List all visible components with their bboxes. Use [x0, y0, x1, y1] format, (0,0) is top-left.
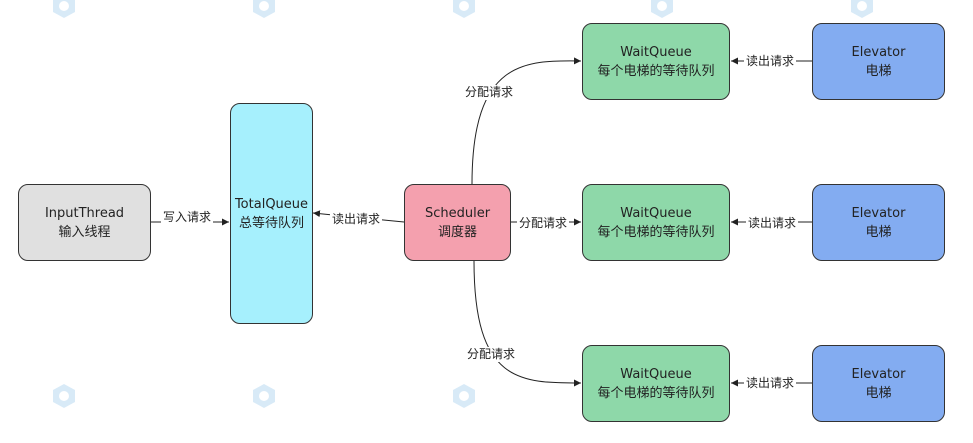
node-wait-queue-top[interactable]: WaitQueue 每个电梯的等待队列 [582, 23, 730, 100]
node-title: InputThread [44, 205, 125, 221]
node-title: Elevator [851, 205, 906, 221]
node-subtitle: 输入线程 [58, 224, 111, 240]
node-subtitle: 电梯 [865, 224, 892, 240]
edge-label-assign-bot: 分配请求 [465, 347, 518, 362]
node-title: TotalQueue [234, 196, 309, 212]
watermark-logo-icon [253, 0, 275, 18]
edge-label-read-request-scheduler: 读出请求 [330, 212, 383, 227]
node-title: WaitQueue [620, 366, 692, 382]
node-title: Elevator [851, 366, 906, 382]
node-subtitle: 电梯 [865, 63, 892, 79]
node-subtitle: 调度器 [437, 224, 477, 240]
node-title: WaitQueue [620, 44, 692, 60]
watermark-logo-icon [651, 0, 673, 18]
node-elevator-bot[interactable]: Elevator 电梯 [812, 345, 945, 422]
watermark-logo-icon [453, 384, 475, 408]
node-title: Elevator [851, 44, 906, 60]
watermark-logo-icon [53, 384, 75, 408]
node-title: WaitQueue [620, 205, 692, 221]
edge-label-read-request-mid: 读出请求 [746, 216, 799, 231]
edge-label-write-request: 写入请求 [161, 210, 214, 225]
watermark-logo-icon [253, 384, 275, 408]
node-wait-queue-mid[interactable]: WaitQueue 每个电梯的等待队列 [582, 184, 730, 261]
edge-scheduler-to-wait-bot [473, 260, 582, 387]
node-elevator-mid[interactable]: Elevator 电梯 [812, 184, 945, 261]
edge-label-read-request-bot: 读出请求 [744, 376, 797, 391]
node-subtitle: 每个电梯的等待队列 [597, 385, 715, 401]
watermark-logo-icon [851, 0, 873, 18]
edge-label-assign-top: 分配请求 [463, 85, 516, 100]
node-subtitle: 每个电梯的等待队列 [597, 63, 715, 79]
node-scheduler[interactable]: Scheduler 调度器 [404, 184, 511, 261]
node-input-thread[interactable]: InputThread 输入线程 [18, 184, 151, 261]
node-subtitle: 电梯 [865, 385, 892, 401]
node-total-queue[interactable]: TotalQueue 总等待队列 [230, 103, 313, 324]
edge-label-assign-mid: 分配请求 [517, 216, 570, 231]
node-elevator-top[interactable]: Elevator 电梯 [812, 23, 945, 100]
node-title: Scheduler [424, 205, 491, 221]
watermark-logo-icon [53, 0, 75, 18]
node-subtitle: 总等待队列 [238, 215, 304, 231]
node-subtitle: 每个电梯的等待队列 [597, 224, 715, 240]
edge-scheduler-to-wait-top [471, 57, 582, 185]
node-wait-queue-bot[interactable]: WaitQueue 每个电梯的等待队列 [582, 345, 730, 422]
edge-label-read-request-top: 读出请求 [744, 54, 797, 69]
watermark-logo-icon [453, 0, 475, 18]
